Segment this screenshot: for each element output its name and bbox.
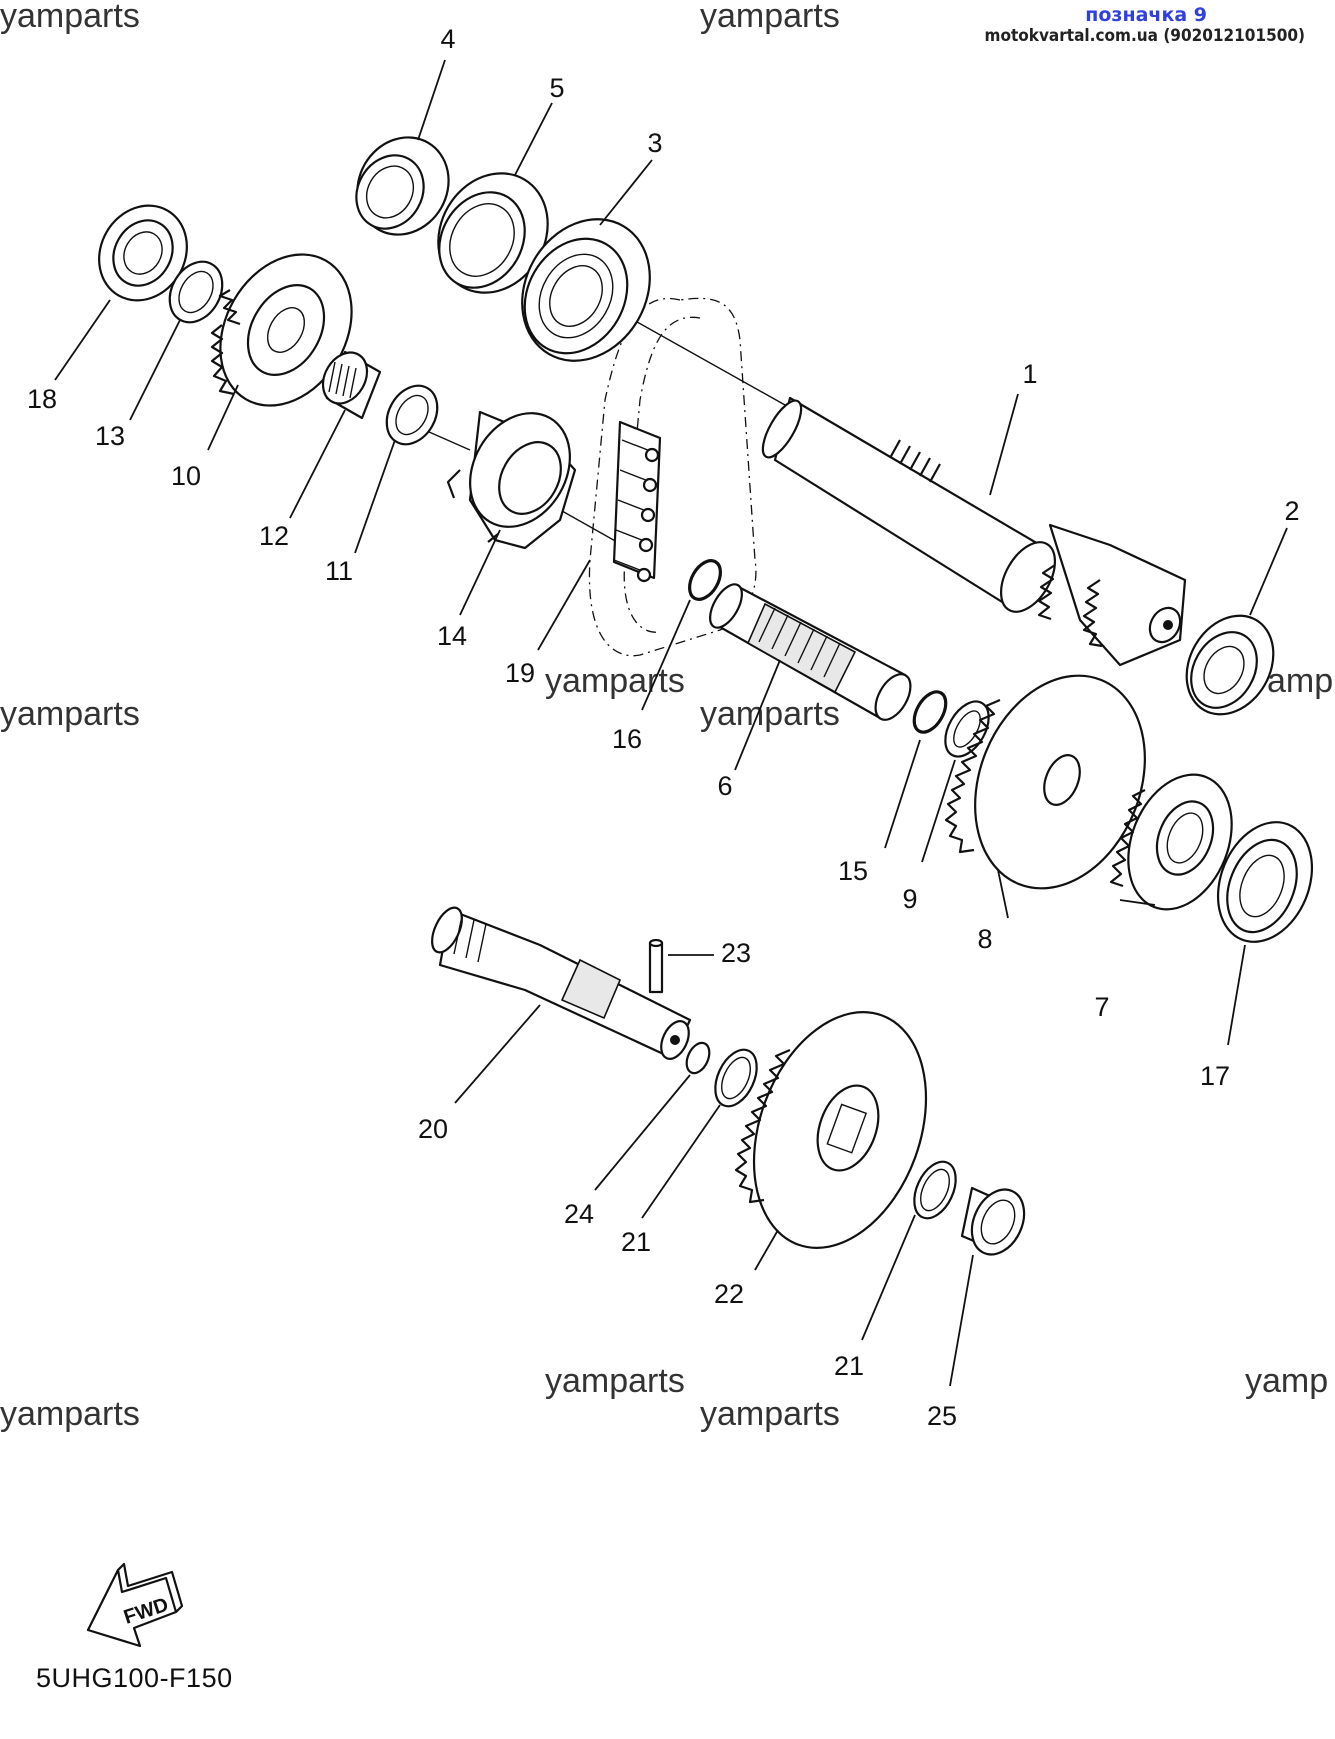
part-11-washer <box>385 384 439 446</box>
watermark: yamparts <box>700 1395 840 1433</box>
part-14-hub <box>446 410 577 550</box>
part-15-ring <box>912 690 948 734</box>
callout-2: 2 <box>1284 496 1299 526</box>
part-5-seal <box>437 172 549 294</box>
part-6-shaft <box>709 583 912 721</box>
callout-6: 6 <box>717 771 732 801</box>
part-23-pin <box>648 938 664 994</box>
callout-23: 23 <box>721 938 751 968</box>
watermark: yamparts <box>545 1362 685 1400</box>
part-2-bearing <box>1185 614 1275 716</box>
diagram-code: 5UHG100-F150 <box>36 1663 233 1693</box>
part-21-ring <box>913 1160 957 1220</box>
callout-7: 7 <box>1094 992 1109 1022</box>
part-16-ring <box>688 559 722 601</box>
part-20-shaft <box>431 906 692 1060</box>
watermark: yamparts <box>0 0 140 35</box>
fwd-arrow: FWD <box>86 1562 184 1648</box>
part-24-ring <box>685 1041 711 1075</box>
callout-1: 1 <box>1022 359 1037 389</box>
callout-14: 14 <box>437 621 467 651</box>
watermark: yamparts <box>700 0 840 35</box>
header-title: позначка 9 <box>1085 4 1207 26</box>
callout-12: 12 <box>259 521 289 551</box>
part-12-needle-bearing <box>321 350 382 420</box>
part-10-gear <box>210 253 353 407</box>
callout-15: 15 <box>838 856 868 886</box>
callout-9: 9 <box>902 884 917 914</box>
part-7-gear <box>1109 773 1233 911</box>
callouts: 1 2 3 4 5 6 7 8 9 10 11 12 13 14 15 16 1… <box>27 24 1300 1431</box>
callout-8: 8 <box>977 924 992 954</box>
callout-22: 22 <box>714 1279 744 1309</box>
callout-4: 4 <box>440 24 455 54</box>
part-21-ring <box>714 1048 758 1108</box>
callout-10: 10 <box>171 461 201 491</box>
watermark: yamparts <box>0 1395 140 1433</box>
callout-19: 19 <box>505 658 535 688</box>
part-3-bearing <box>521 218 651 362</box>
callout-25: 25 <box>927 1401 957 1431</box>
callout-18: 18 <box>27 384 57 414</box>
header-source: motokvartal.com.ua (902012101500) <box>984 26 1305 46</box>
part-22-gear <box>734 1011 928 1249</box>
part-1-shaft <box>761 396 1187 667</box>
watermark: yamparts <box>0 695 140 733</box>
watermarks: yamparts yamparts yamparts yamparts yamp… <box>0 0 1333 1433</box>
callout-5: 5 <box>549 73 564 103</box>
part-17-bearing <box>1216 821 1314 943</box>
callout-3: 3 <box>647 128 662 158</box>
callout-21: 21 <box>621 1227 651 1257</box>
callout-13: 13 <box>95 421 125 451</box>
callout-16: 16 <box>612 724 642 754</box>
callout-24: 24 <box>564 1199 594 1229</box>
watermark: yamparts <box>700 695 840 733</box>
part-25-bearing <box>960 1186 1026 1256</box>
leader-lines <box>54 59 1288 1387</box>
callout-21: 21 <box>834 1351 864 1381</box>
part-8-gear <box>944 674 1146 890</box>
callout-11: 11 <box>325 556 353 586</box>
part-13-washer <box>168 260 224 324</box>
callout-20: 20 <box>418 1114 448 1144</box>
part-18-bearing <box>98 204 188 302</box>
callout-17: 17 <box>1200 1061 1230 1091</box>
part-19-chain <box>612 420 662 583</box>
watermark: yamparts <box>545 662 685 700</box>
watermark: yamp <box>1245 1362 1328 1400</box>
part-4-seal <box>355 136 450 236</box>
